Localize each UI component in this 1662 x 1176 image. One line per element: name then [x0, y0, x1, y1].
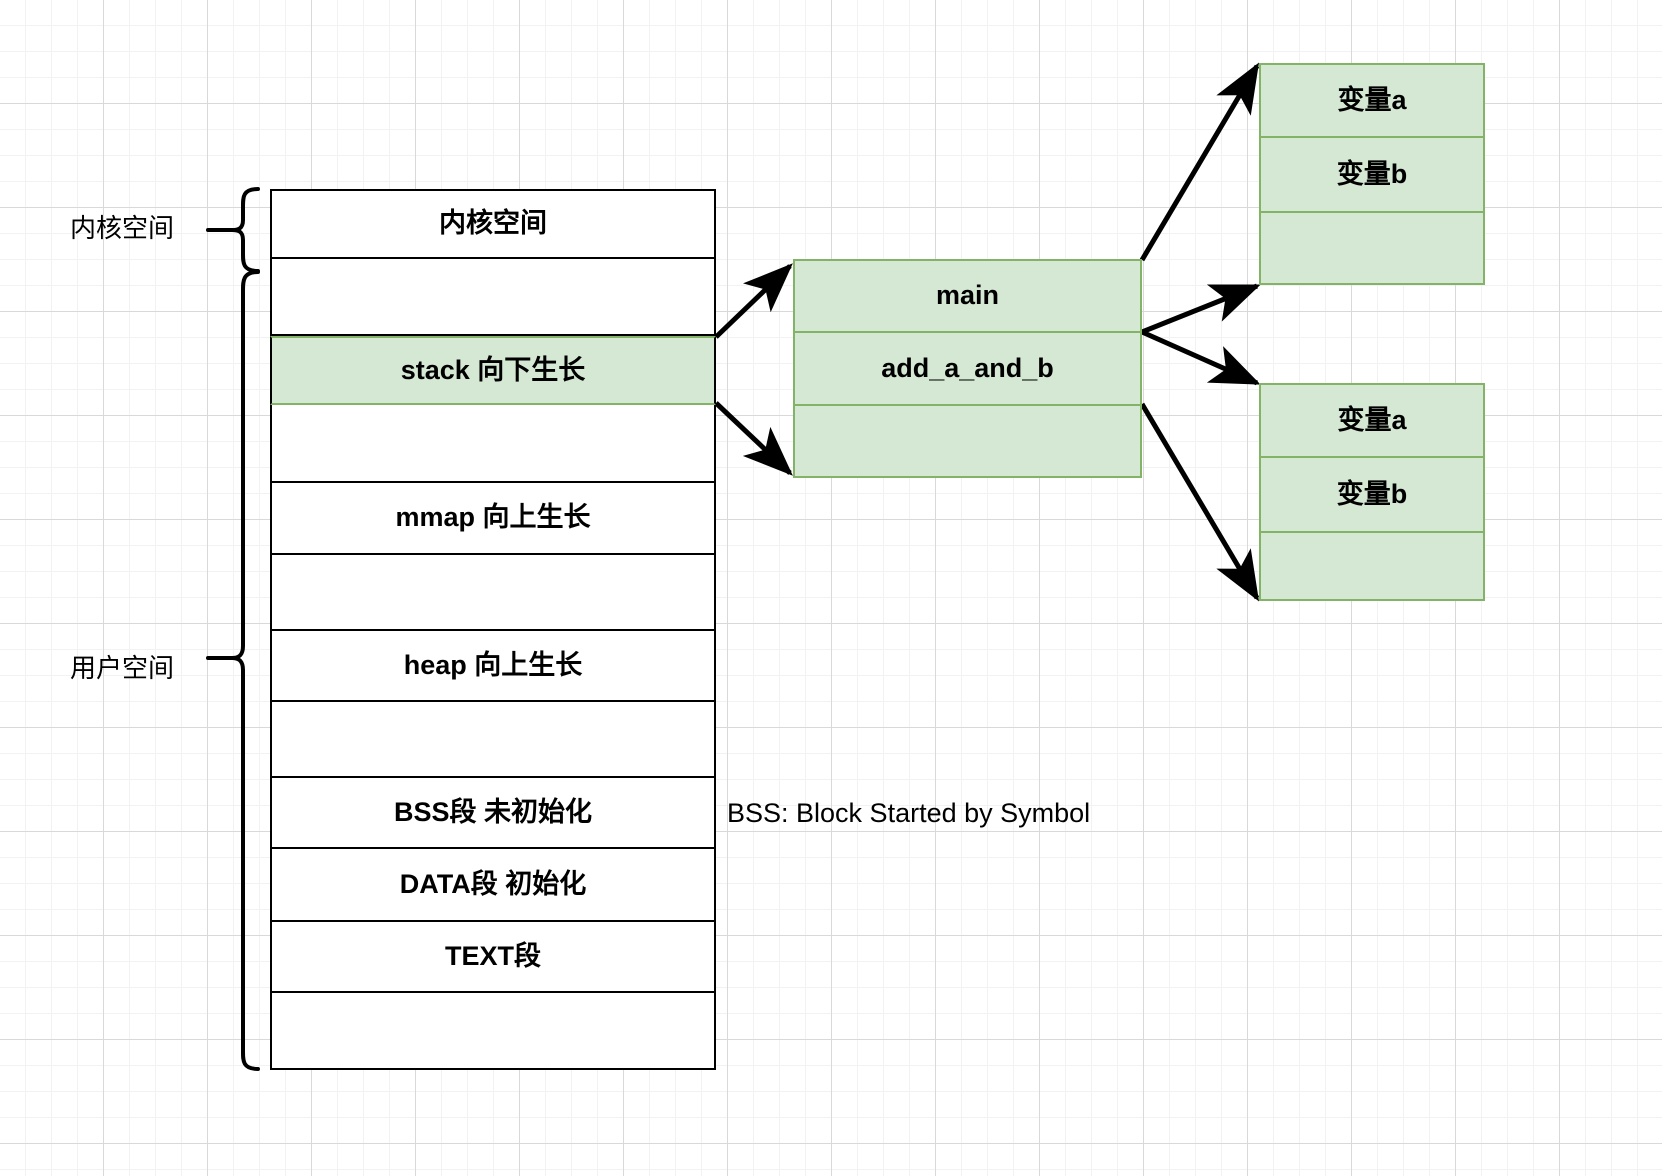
memory-row-gap-4[interactable]: [270, 702, 716, 778]
vars-bottom-empty[interactable]: [1259, 533, 1485, 601]
memory-row-label: TEXT段: [444, 940, 541, 971]
bss-annotation: BSS: Block Started by Symbol: [727, 798, 1091, 828]
stack-frame-empty[interactable]: [793, 406, 1142, 478]
memory-row-bss[interactable]: BSS段 未初始化: [270, 778, 716, 849]
variable-label: 变量b: [1336, 158, 1408, 189]
memory-row-label: stack 向下生长: [400, 354, 586, 385]
arrow-main-to-vars-top: [1139, 62, 1260, 262]
arrow-frame-to-vars-bottom: [1139, 402, 1260, 602]
vars-bottom-variable-b[interactable]: 变量b: [1259, 458, 1485, 533]
memory-row-data[interactable]: DATA段 初始化: [270, 849, 716, 922]
memory-row-stack[interactable]: stack 向下生长: [270, 336, 716, 405]
memory-row-gap-3[interactable]: [270, 555, 716, 631]
variable-label: 变量a: [1337, 404, 1407, 435]
memory-row-label: heap 向上生长: [403, 649, 583, 680]
variable-label: 变量a: [1337, 84, 1407, 115]
stack-frame-label: main: [935, 280, 1000, 311]
kernel-space-brace: [206, 187, 260, 273]
memory-row-label: 内核空间: [439, 208, 547, 239]
memory-row-text[interactable]: TEXT段: [270, 922, 716, 993]
memory-row-gap-2[interactable]: [270, 405, 716, 483]
user-space-brace: [206, 270, 260, 1071]
arrow-stack-to-main: [714, 263, 793, 339]
memory-row-gap-1[interactable]: [270, 259, 716, 336]
stack-frame-main[interactable]: main: [793, 259, 1142, 333]
memory-row-heap[interactable]: heap 向上生长: [270, 631, 716, 702]
kernel-space-label: 内核空间: [70, 213, 175, 243]
memory-row-kernel-space[interactable]: 内核空间: [270, 189, 716, 259]
variable-label: 变量b: [1336, 478, 1408, 509]
user-space-label: 用户空间: [70, 653, 175, 683]
memory-row-label: BSS段 未初始化: [393, 796, 593, 827]
vars-top-variable-a[interactable]: 变量a: [1259, 63, 1485, 138]
arrow-addab-to-vars-bottom: [1140, 329, 1261, 386]
memory-row-label: mmap 向上生长: [395, 502, 591, 533]
vars-top-variable-b[interactable]: 变量b: [1259, 138, 1485, 213]
stack-frame-label: add_a_and_b: [881, 352, 1054, 383]
arrow-main-to-vars-top-bottom: [1141, 283, 1261, 335]
memory-row-mmap[interactable]: mmap 向上生长: [270, 483, 716, 555]
vars-top-empty[interactable]: [1259, 213, 1485, 285]
stack-frame-add-a-and-b[interactable]: add_a_and_b: [793, 333, 1142, 406]
vars-bottom-variable-a[interactable]: 变量a: [1259, 383, 1485, 458]
memory-row-gap-5[interactable]: [270, 993, 716, 1070]
memory-row-label: DATA段 初始化: [399, 868, 587, 899]
arrow-stack-to-frame-bottom: [714, 401, 793, 476]
